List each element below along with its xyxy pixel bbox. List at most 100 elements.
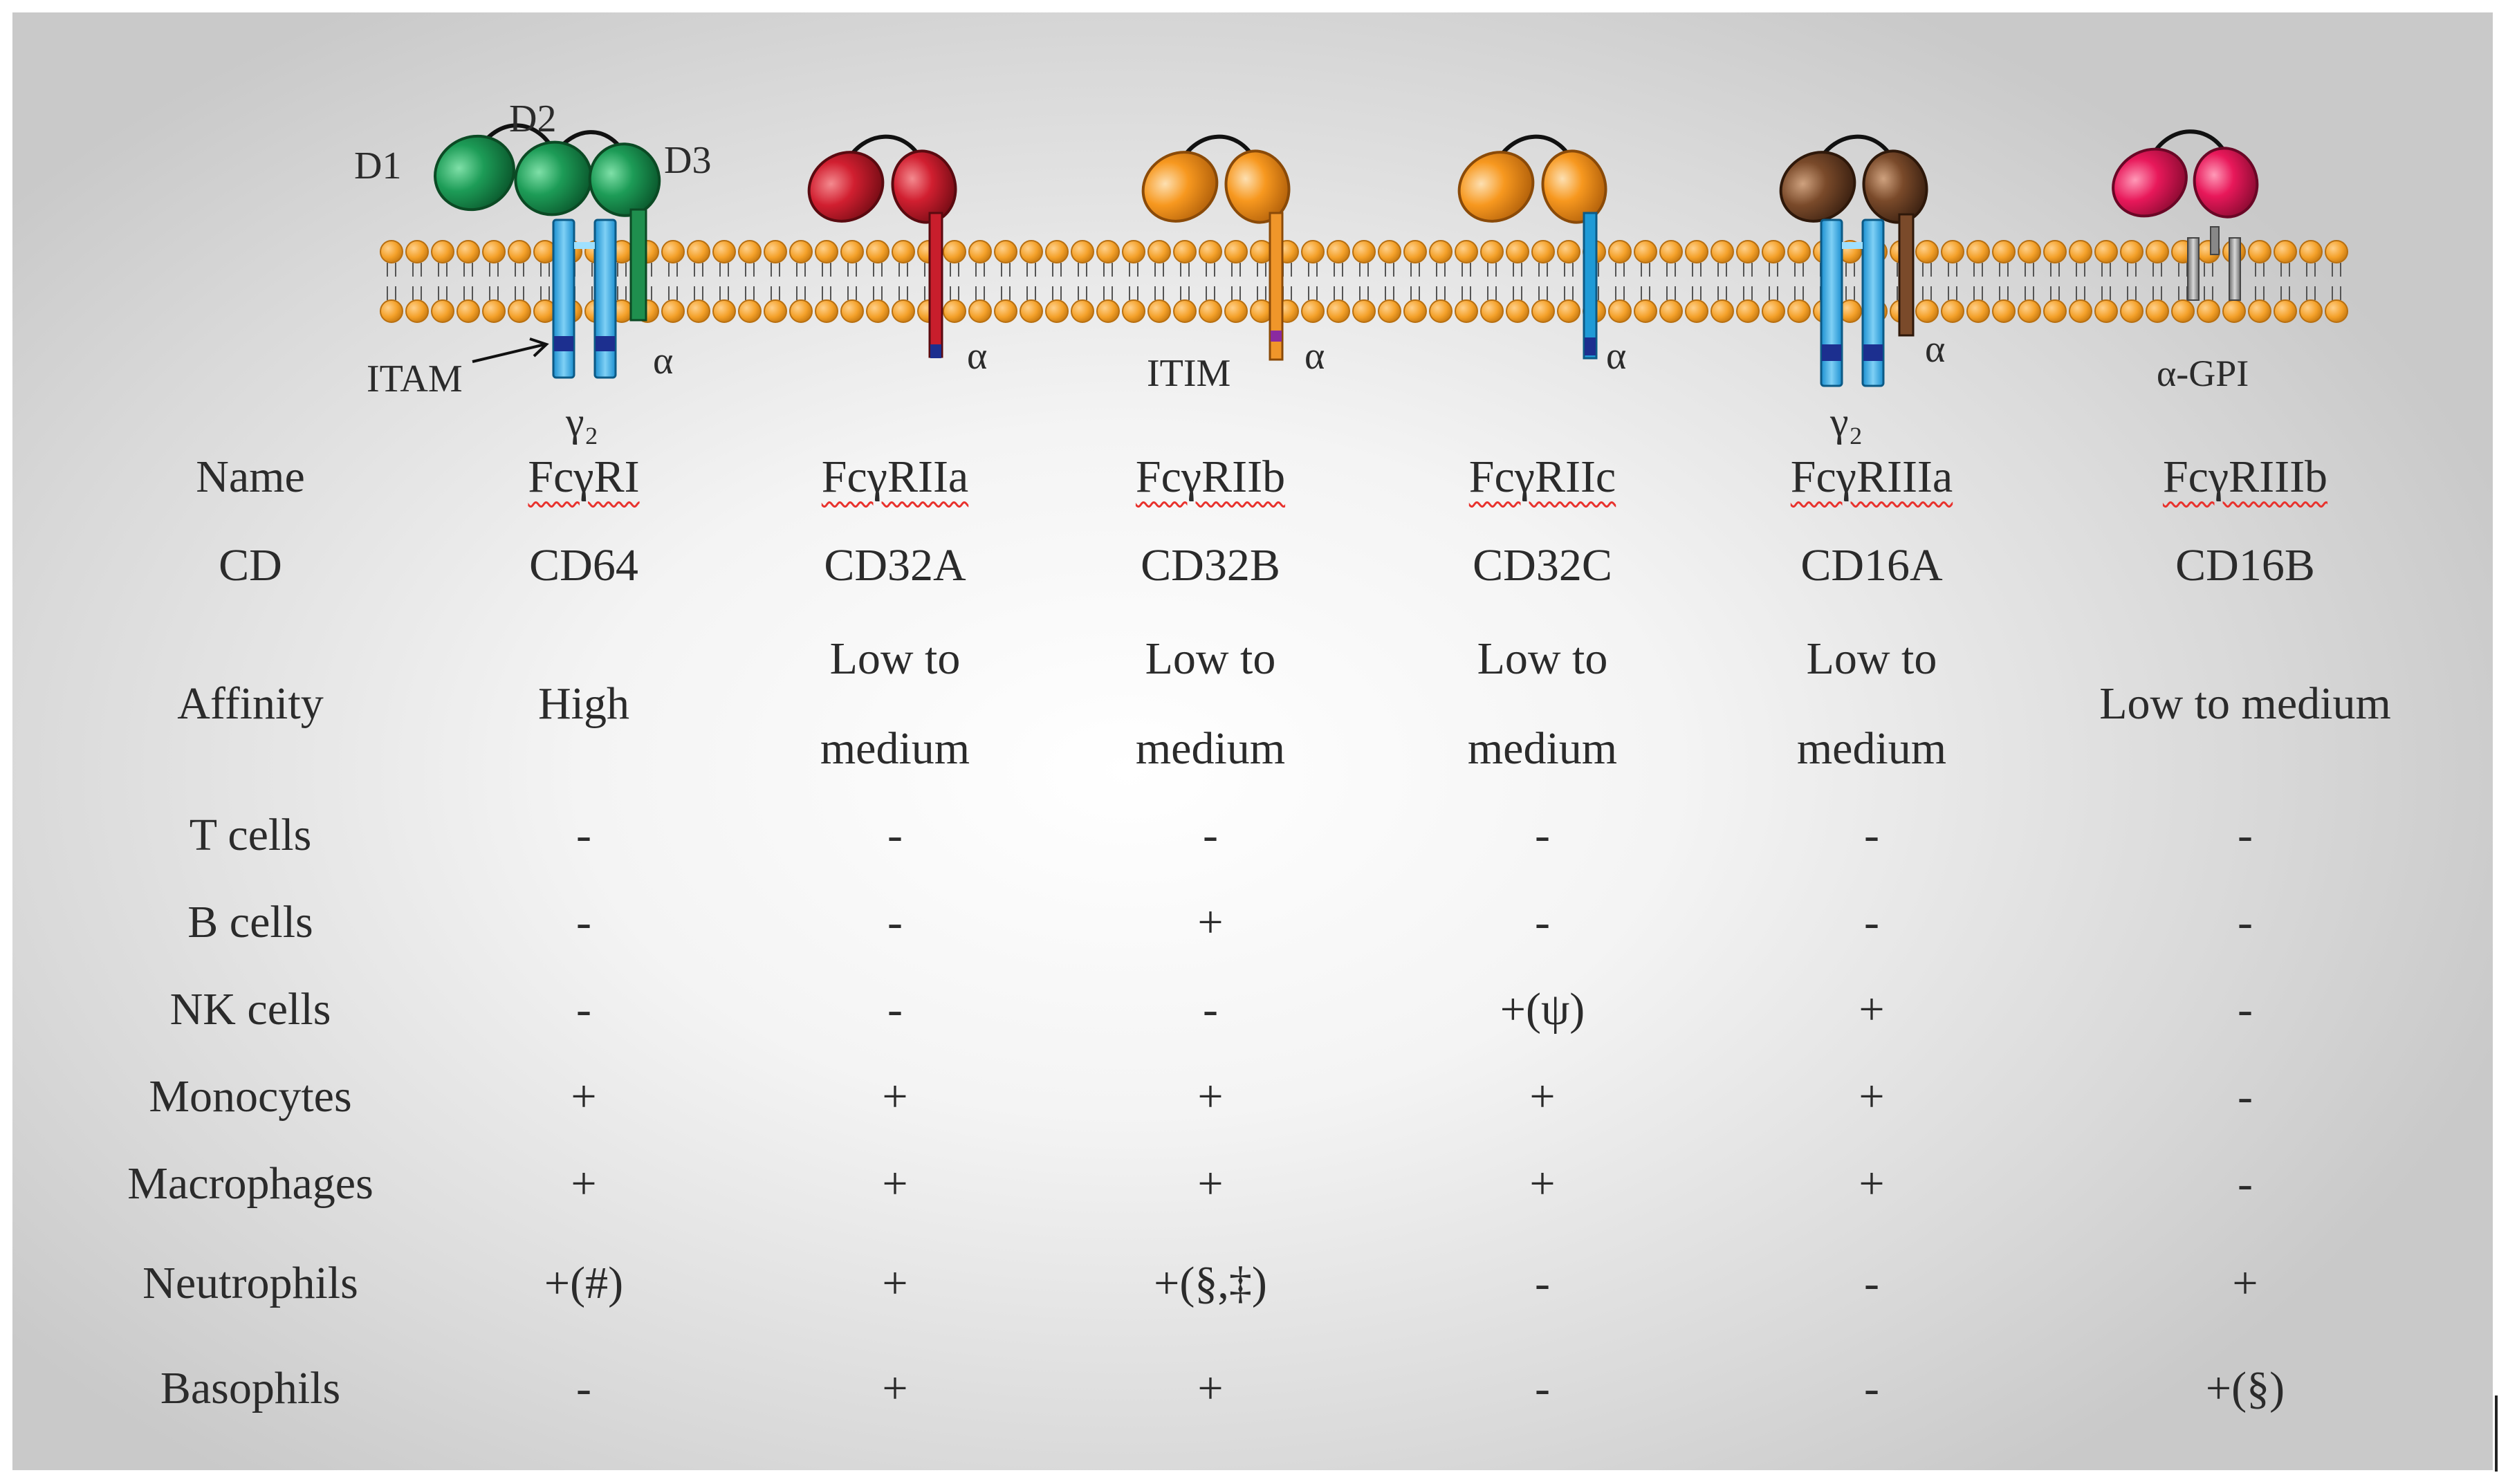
gpi-anchor-right bbox=[2229, 237, 2241, 301]
lipid-head bbox=[815, 299, 838, 323]
lipid-head bbox=[1071, 240, 1094, 263]
nk-cells-value: - bbox=[887, 984, 903, 1035]
fcgriiib-domain-2 bbox=[2193, 147, 2259, 219]
lipid-head bbox=[1915, 240, 1939, 263]
affinity-value: Low to medium bbox=[1136, 614, 1285, 794]
fcgriic-tm bbox=[1583, 212, 1598, 360]
b-cells-value: - bbox=[887, 897, 903, 947]
lipid-head bbox=[1711, 299, 1734, 323]
lipid-head bbox=[1506, 299, 1529, 323]
lipid-head bbox=[892, 299, 915, 323]
fcgriic-domain-2 bbox=[1541, 149, 1607, 224]
fcgri-itam-left bbox=[554, 336, 573, 351]
lipid-head bbox=[943, 240, 966, 263]
fcgriic-domain-1 bbox=[1457, 151, 1535, 223]
lipid-head bbox=[1327, 299, 1350, 323]
gpi-anchor-left bbox=[2187, 237, 2200, 301]
t-cells-value: - bbox=[1864, 810, 1879, 860]
row-label-basophils: Basophils bbox=[160, 1363, 341, 1413]
lipid-head bbox=[840, 240, 864, 263]
monocytes-value: + bbox=[1859, 1071, 1885, 1122]
lipid-head bbox=[1173, 299, 1197, 323]
lipid-head bbox=[764, 299, 787, 323]
lipid-head bbox=[1762, 299, 1785, 323]
b-cells-value: + bbox=[1197, 897, 1224, 947]
label-alpha-gpi: α-GPI bbox=[2157, 353, 2249, 394]
lipid-head bbox=[1966, 240, 1990, 263]
lipid-head bbox=[994, 299, 1017, 323]
fcgriia-tm bbox=[928, 212, 943, 358]
fcgriic-receptor bbox=[1457, 134, 1607, 360]
receptor-name: FcγRIIa bbox=[821, 452, 969, 502]
lipid-head bbox=[380, 240, 403, 263]
lipid-head bbox=[2197, 299, 2220, 323]
monocytes-value: + bbox=[571, 1071, 597, 1122]
lipid-head bbox=[1608, 240, 1632, 263]
lipid-head bbox=[1071, 299, 1094, 323]
lipid-head bbox=[1224, 299, 1248, 323]
lipid-head bbox=[1301, 240, 1325, 263]
row-label-monocytes: Monocytes bbox=[149, 1071, 352, 1122]
basophils-value: + bbox=[1197, 1363, 1224, 1413]
lipid-head bbox=[1941, 240, 1964, 263]
lipid-head bbox=[1506, 240, 1529, 263]
affinity-value: Low to medium bbox=[1797, 614, 1946, 794]
nk-cells-value: +(ψ) bbox=[1500, 984, 1585, 1035]
lipid-head bbox=[1992, 240, 2016, 263]
lipid-head bbox=[1941, 299, 1964, 323]
nk-cells-value: + bbox=[1859, 984, 1885, 1035]
lipid-head bbox=[712, 240, 736, 263]
fcgriiib-receptor bbox=[2112, 129, 2259, 301]
lipid-head bbox=[789, 299, 813, 323]
lipid-head bbox=[1557, 240, 1580, 263]
lipid-head bbox=[1762, 240, 1785, 263]
lipid-bilayer bbox=[380, 240, 2348, 323]
t-cells-value: - bbox=[1203, 810, 1218, 860]
text-cursor bbox=[2495, 1395, 2498, 1472]
lipid-head bbox=[738, 299, 762, 323]
lipid-head bbox=[1557, 299, 1580, 323]
lipid-head bbox=[866, 240, 889, 263]
lipid-head bbox=[1480, 299, 1504, 323]
lipid-head bbox=[482, 240, 506, 263]
monocytes-value: + bbox=[1529, 1071, 1556, 1122]
t-cells-value: - bbox=[2238, 810, 2253, 860]
fcgri-receptor bbox=[434, 123, 661, 379]
lipid-head bbox=[2222, 299, 2246, 323]
lipid-head bbox=[2299, 299, 2323, 323]
label-itim: ITIM bbox=[1147, 352, 1230, 395]
lipid-head bbox=[1327, 240, 1350, 263]
fcgriib-receptor bbox=[1141, 134, 1291, 361]
lipid-head bbox=[1122, 240, 1145, 263]
nk-cells-value: - bbox=[2238, 984, 2253, 1035]
label-d2: D2 bbox=[509, 98, 556, 140]
basophils-value: +(§) bbox=[2205, 1363, 2285, 1413]
neutrophils-value: + bbox=[2232, 1258, 2258, 1308]
lipid-head bbox=[1173, 240, 1197, 263]
t-cells-value: - bbox=[887, 810, 903, 860]
lipid-head bbox=[1787, 240, 1811, 263]
affinity-value: Low to medium bbox=[820, 614, 970, 794]
fcgri-gamma-left bbox=[552, 219, 575, 379]
b-cells-value: - bbox=[576, 897, 591, 947]
fcgri-d3-domain bbox=[588, 142, 661, 217]
neutrophils-value: - bbox=[1864, 1258, 1879, 1308]
lipid-head bbox=[1531, 299, 1555, 323]
lipid-head bbox=[1403, 240, 1427, 263]
affinity-line-1: Low to bbox=[829, 633, 961, 684]
lipid-head bbox=[840, 299, 864, 323]
lipid-head bbox=[1736, 299, 1760, 323]
affinity-line-1: Low to bbox=[1477, 633, 1608, 684]
lipid-head bbox=[968, 299, 992, 323]
lipid-head bbox=[1429, 240, 1453, 263]
lipid-head bbox=[2325, 299, 2348, 323]
macrophages-value: + bbox=[882, 1158, 908, 1209]
neutrophils-value: +(§,‡) bbox=[1154, 1258, 1267, 1308]
receptor-name: FcγRI bbox=[528, 452, 640, 502]
fcgriiia-receptor bbox=[1779, 134, 1928, 387]
lipid-head bbox=[1531, 240, 1555, 263]
affinity-line-2: medium bbox=[1796, 723, 1947, 774]
lipid-head bbox=[943, 299, 966, 323]
lipid-head bbox=[2325, 240, 2348, 263]
lipid-head bbox=[1199, 299, 1222, 323]
